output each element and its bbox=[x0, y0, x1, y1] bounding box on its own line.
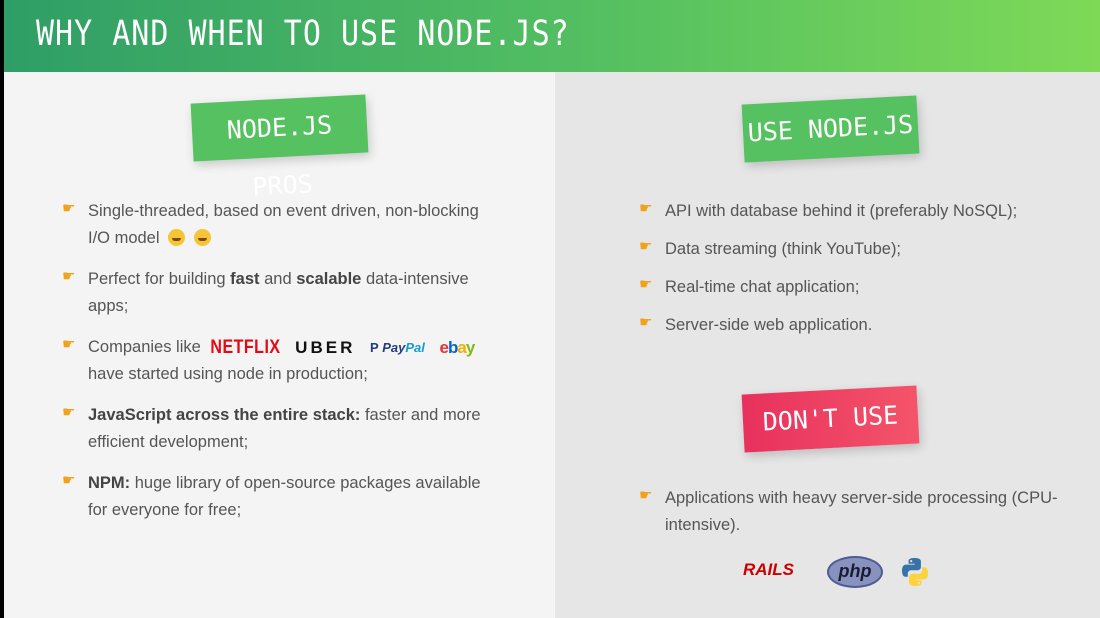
exploding-head-emoji-icon bbox=[168, 229, 186, 246]
pointing-hand-icon: ☛ bbox=[639, 314, 653, 331]
list-item: ☛Data streaming (think YouTube); bbox=[639, 238, 902, 258]
rails-logo: RAILS bbox=[743, 560, 794, 579]
header-bar: WHY AND WHEN TO USE NODE.JS? bbox=[4, 0, 1100, 72]
pointing-hand-icon: ☛ bbox=[639, 238, 653, 255]
bold-text: NPM: bbox=[88, 474, 131, 493]
use-list: ☛API with database behind it (preferably… bbox=[639, 198, 1079, 350]
dont-use-list: ☛Applications with heavy server-side pro… bbox=[639, 485, 1079, 539]
paypal-logo: P PayPal bbox=[369, 340, 425, 356]
pointing-hand-icon: ☛ bbox=[62, 336, 76, 353]
list-item: ☛Server-side web application. bbox=[639, 314, 873, 334]
php-logo: php bbox=[827, 556, 883, 588]
pros-list: ☛ Single-threaded, based on event driven… bbox=[62, 198, 502, 538]
list-item: ☛ Companies like NETFLIX UBER P PayPal e… bbox=[62, 334, 502, 388]
uber-logo: UBER bbox=[295, 338, 356, 358]
pointing-hand-icon: ☛ bbox=[639, 487, 653, 504]
use-tag: USE NODE.JS bbox=[741, 95, 920, 163]
list-item: ☛Real-time chat application; bbox=[639, 276, 860, 296]
page-title: WHY AND WHEN TO USE NODE.JS? bbox=[36, 14, 570, 55]
bold-text: fast bbox=[230, 270, 260, 288]
pointing-hand-icon: ☛ bbox=[639, 276, 653, 293]
use-column: USE NODE.JS ☛API with database behind it… bbox=[555, 72, 1100, 618]
pointing-hand-icon: ☛ bbox=[639, 200, 653, 217]
list-item: ☛ NPM: huge library of open-source packa… bbox=[62, 472, 481, 520]
netflix-logo: NETFLIX bbox=[210, 337, 281, 358]
pros-tag: NODE.JS PROS bbox=[190, 94, 369, 201]
list-item: ☛ Perfect for building fast and scalable… bbox=[62, 268, 469, 315]
grinning-sweat-emoji-icon bbox=[193, 229, 211, 246]
list-item: ☛ Single-threaded, based on event driven… bbox=[62, 198, 502, 252]
ebay-logo: ebay bbox=[439, 338, 475, 358]
dont-use-tag: DON'T USE bbox=[741, 385, 920, 453]
tech-logos: RAILS php bbox=[743, 556, 943, 588]
bold-text: JavaScript across the entire stack: bbox=[88, 406, 361, 425]
pros-column: NODE.JS PROS ☛ Single-threaded, based on… bbox=[4, 72, 555, 618]
pointing-hand-icon: ☛ bbox=[62, 268, 76, 285]
list-item: ☛ JavaScript across the entire stack: fa… bbox=[62, 404, 481, 452]
paypal-p-icon: P bbox=[369, 340, 379, 356]
bold-text: scalable bbox=[296, 270, 362, 288]
python-logo-icon bbox=[902, 558, 928, 586]
pros-item-text: Single-threaded, based on event driven, … bbox=[88, 202, 479, 247]
list-item: ☛Applications with heavy server-side pro… bbox=[639, 487, 1058, 534]
list-item: ☛API with database behind it (preferably… bbox=[639, 200, 1018, 220]
pointing-hand-icon: ☛ bbox=[62, 472, 76, 490]
slide: WHY AND WHEN TO USE NODE.JS? NODE.JS PRO… bbox=[4, 0, 1100, 618]
pointing-hand-icon: ☛ bbox=[62, 404, 76, 422]
pointing-hand-icon: ☛ bbox=[62, 200, 76, 217]
